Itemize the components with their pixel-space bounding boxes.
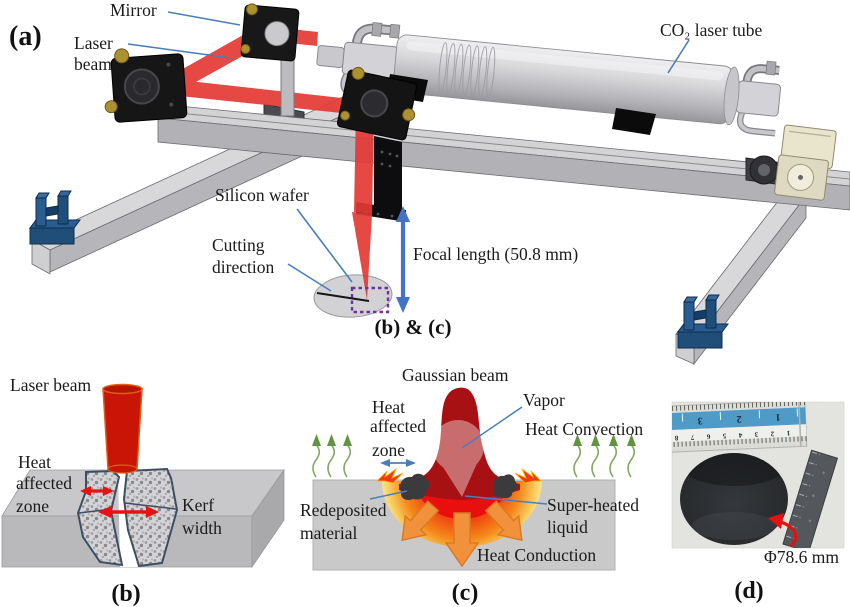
redeposited-blob-left <box>400 473 430 501</box>
beam-mirror2-to-mirror3 <box>180 80 360 115</box>
svg-text:4: 4 <box>738 431 742 439</box>
leader-laser-beam <box>127 43 232 59</box>
tube-bracket-right <box>612 108 656 135</box>
label-haz-c-1: Heat <box>372 397 405 417</box>
blue-foot-left <box>29 190 81 245</box>
ruler-blue-num-3: 3 <box>697 415 702 426</box>
panel-a-setup-scene: (a) Mirror Laser beam CO₂ laser tube Sil… <box>9 0 850 366</box>
label-cutting-line2: direction <box>212 257 274 277</box>
svg-text:2: 2 <box>770 430 774 438</box>
label-bc-callout: (b) & (c) <box>375 315 452 339</box>
label-heat-conduction: Heat Conduction <box>477 545 596 565</box>
vapor-cloud <box>432 420 484 497</box>
co2-laser-tube <box>316 22 782 137</box>
leader-lines-c <box>369 406 548 505</box>
leader-cutting-direction <box>287 263 332 292</box>
heat-convection-arrows <box>312 434 636 478</box>
motor-assembly <box>745 124 837 201</box>
panel-c-melt-diagram: Gaussian beam Vapor Heat affected zone H… <box>300 365 643 606</box>
label-cutting-line1: Cutting <box>212 235 265 255</box>
label-laser-line1: Laser <box>74 33 113 53</box>
leader-superheated <box>464 495 548 505</box>
heat-conduction-arrows <box>401 500 523 568</box>
svg-text:5: 5 <box>722 432 726 440</box>
tube-coil <box>438 42 496 98</box>
spark-left <box>376 467 404 484</box>
redeposited-blob-right <box>493 474 518 499</box>
laser-beam-b <box>102 383 143 474</box>
leader-vapor <box>461 406 523 449</box>
measure-arrows-b <box>80 486 159 518</box>
label-focal-length: Focal length (50.8 mm) <box>413 244 578 264</box>
cut-line <box>316 292 370 302</box>
diameter-arrow <box>768 513 798 548</box>
panel-b-kerf-diagram: Laser beam Heat affected zone Kerf width… <box>1 375 285 607</box>
label-gaussian-beam: Gaussian beam <box>402 365 509 385</box>
leader-silicon-wafer <box>296 208 353 283</box>
label-kerf-2: width <box>182 518 222 538</box>
mirror-mount-gantry <box>336 66 418 141</box>
label-mirror: Mirror <box>110 0 157 20</box>
leader-co2-tube <box>667 39 690 74</box>
panel-c-tag: (c) <box>452 580 479 606</box>
svg-text:6: 6 <box>706 432 710 440</box>
label-haz-b-2: affected <box>16 473 72 493</box>
mirror-mount-top <box>240 3 300 117</box>
focal-length-arrow <box>396 206 410 313</box>
ruler-blue-num-2: 2 <box>736 413 741 424</box>
gaussian-beam-shape <box>399 387 520 500</box>
label-haz-b-1: Heat <box>18 452 51 472</box>
label-diameter: Φ78.6 mm <box>764 547 839 567</box>
panel-b-tag: (b) <box>111 581 140 607</box>
label-co2-tube: CO₂ laser tube <box>660 20 763 40</box>
callout-box-bc <box>350 286 390 314</box>
svg-text:3: 3 <box>754 430 758 438</box>
surface-sparks <box>376 467 542 484</box>
label-silicon-wafer: Silicon wafer <box>215 185 309 205</box>
label-vapor: Vapor <box>523 390 565 410</box>
svg-text:8: 8 <box>674 434 678 442</box>
leader-redeposited <box>369 490 408 500</box>
svg-text:7: 7 <box>690 433 694 441</box>
label-heat-convection: Heat Convection <box>525 419 643 439</box>
label-superheated-2: liquid <box>547 517 588 537</box>
ruler-metal <box>782 449 839 548</box>
leader-mirror <box>167 11 241 26</box>
kerf-wall-right <box>122 467 179 568</box>
label-haz-c-3: zone <box>372 440 405 460</box>
ruler-blue-num-1: 1 <box>775 411 780 422</box>
leader-lines <box>127 11 690 292</box>
label-superheated-1: Super-heated <box>547 495 639 515</box>
svg-text:1: 1 <box>786 429 790 437</box>
label-redeposited-1: Redeposited <box>300 500 387 520</box>
label-laser-beam-b: Laser beam <box>10 375 92 395</box>
haz-width-arrow-c <box>380 459 416 467</box>
label-redeposited-2: material <box>300 523 357 543</box>
panel-a-tag: (a) <box>9 21 42 52</box>
panel-d-tag: (d) <box>734 578 763 604</box>
spark-right <box>514 467 542 484</box>
ruler-top: 3 2 1 8 7 6 5 4 3 2 1 <box>672 402 808 453</box>
label-haz-b-3: zone <box>16 496 49 516</box>
beam-focused-cone <box>352 212 372 300</box>
label-kerf-1: Kerf <box>182 495 214 515</box>
label-laser-line2: beam <box>74 54 112 74</box>
label-haz-c-2: affected <box>370 416 426 436</box>
mirror-mount-left <box>104 48 188 123</box>
ruler-white-numbers: 8 7 6 5 4 3 2 1 <box>674 429 790 442</box>
panel-d-wafer-photo: 3 2 1 8 7 6 5 4 3 2 1 <box>671 401 845 604</box>
